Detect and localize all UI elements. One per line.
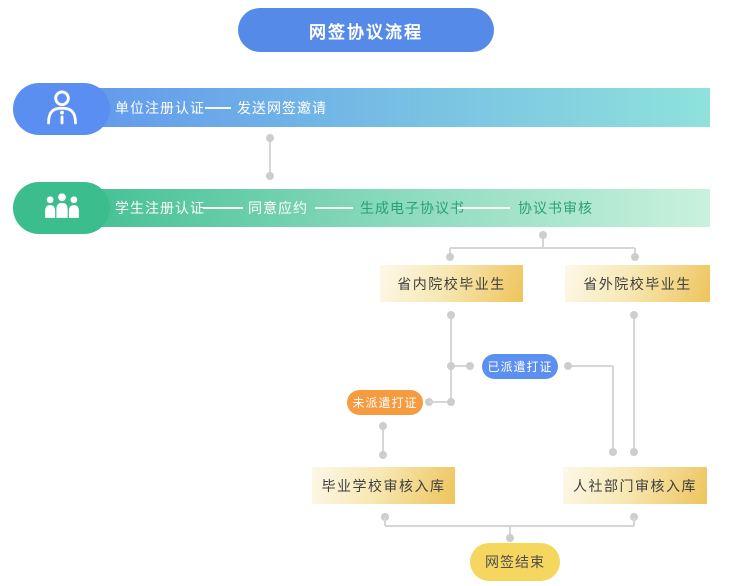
step-send-invite: 发送网签邀请 bbox=[237, 99, 327, 116]
node-out-province-graduates: 省外院校毕业生 bbox=[565, 265, 710, 302]
employer-flow-band: 单位注册认证 发送网签邀请 bbox=[60, 88, 710, 127]
person-icon bbox=[43, 88, 81, 131]
step-agree-offer: 同意应约 bbox=[248, 200, 308, 216]
step-student-register: 学生注册认证 bbox=[115, 200, 205, 216]
employer-icon-badge bbox=[13, 83, 110, 135]
node-end: 网签结束 bbox=[470, 543, 560, 581]
node-in-province-graduates: 省内院校毕业生 bbox=[380, 265, 523, 302]
students-icon-badge bbox=[13, 182, 110, 234]
node-school-review: 毕业学校审核入库 bbox=[312, 467, 455, 504]
step-divider bbox=[457, 207, 510, 209]
step-divider bbox=[203, 207, 243, 209]
step-agreement-review: 协议书审核 bbox=[518, 200, 593, 216]
step-unit-register: 单位注册认证 bbox=[115, 99, 205, 116]
node-dispatched-badge: 已派遣打证 bbox=[482, 354, 558, 379]
group-icon bbox=[42, 191, 82, 226]
student-flow-band: 学生注册认证 同意应约 生成电子协议书 协议书审核 bbox=[60, 189, 710, 227]
step-divider bbox=[315, 207, 353, 209]
step-generate-agreement: 生成电子协议书 bbox=[360, 200, 465, 216]
node-not-dispatched-badge: 未派遣打证 bbox=[347, 390, 423, 415]
node-hr-review: 人社部门审核入库 bbox=[563, 467, 707, 504]
page-title: 网签协议流程 bbox=[238, 8, 494, 52]
step-divider bbox=[205, 106, 231, 109]
